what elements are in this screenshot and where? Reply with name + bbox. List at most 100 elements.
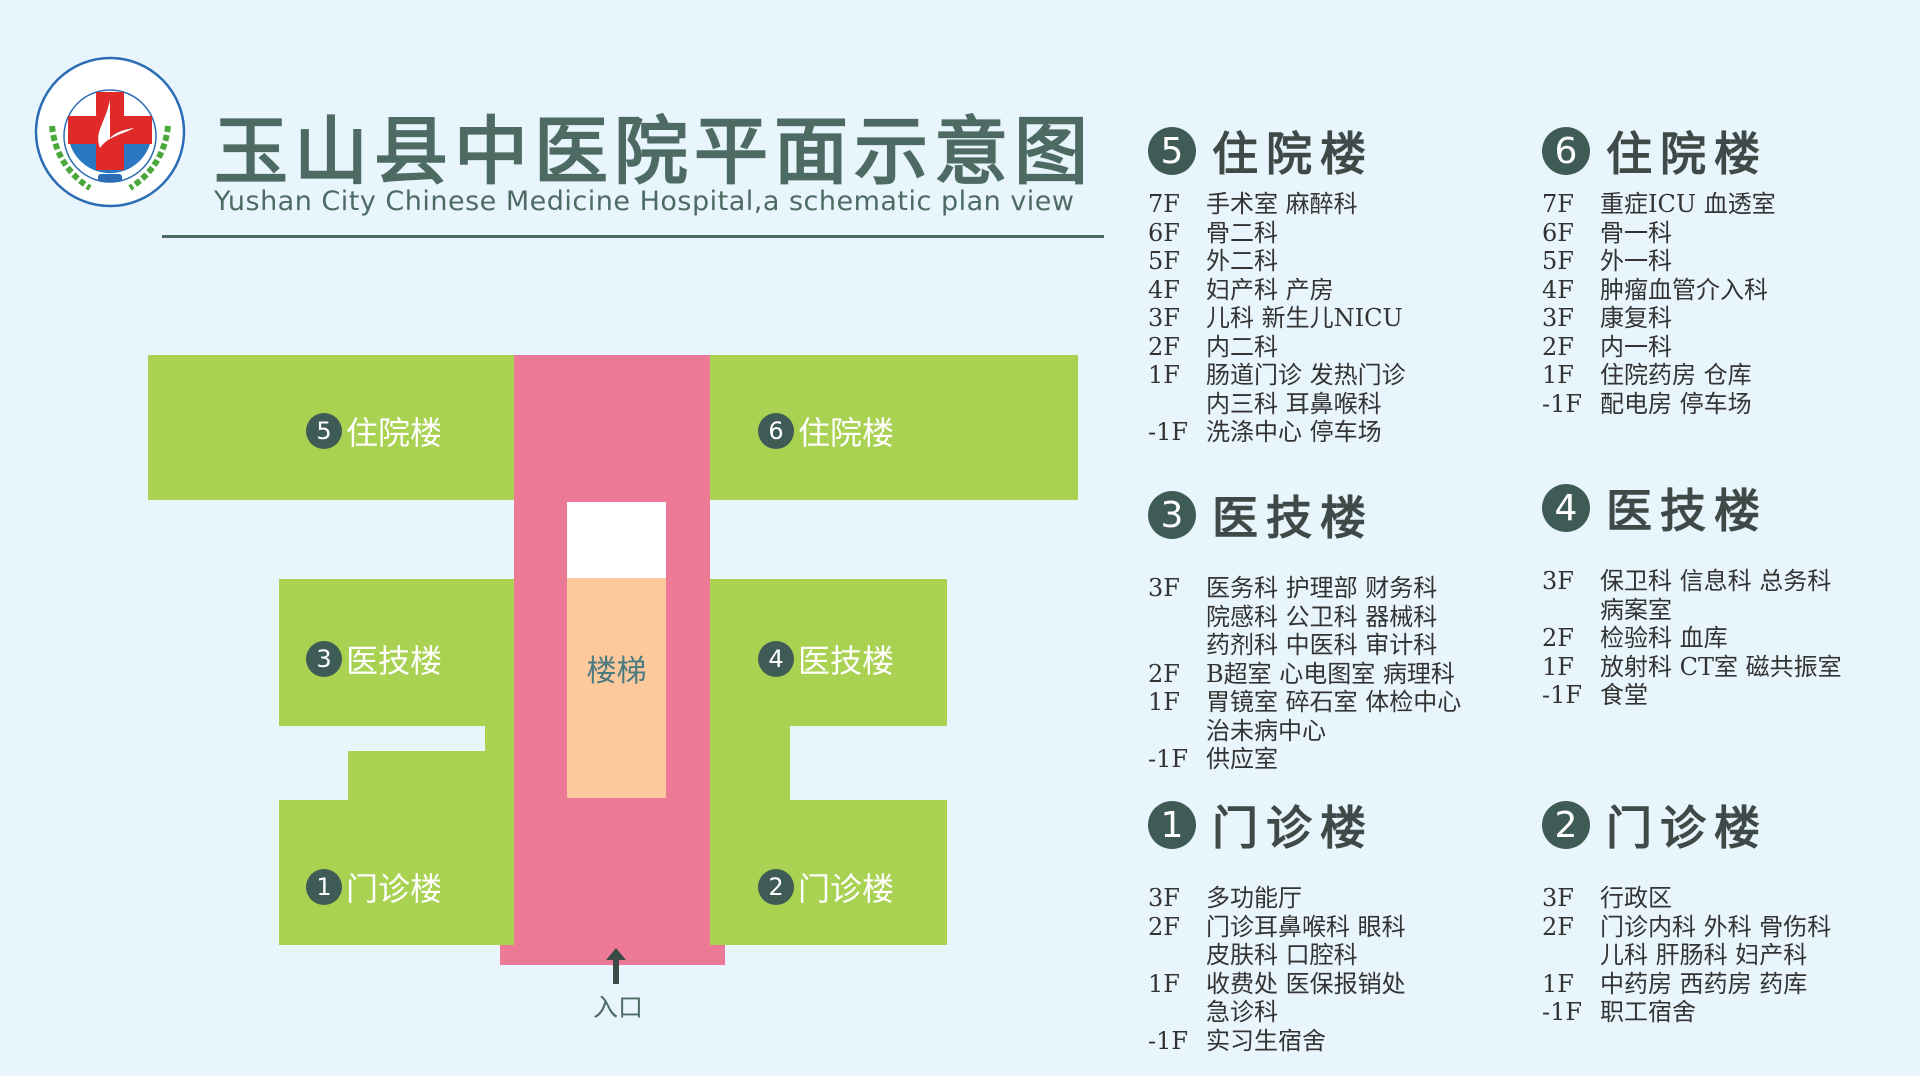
department-list: 配电房 停车场 (1600, 389, 1752, 418)
stairs-block[interactable] (567, 578, 666, 798)
floor-row: 1F 胃镜室 碎石室 体检中心 (1148, 688, 1528, 717)
department-list: 药剂科 中医科 审计科 (1206, 631, 1438, 659)
building-name: 医技楼 (798, 642, 895, 680)
directory-header: 4 医技楼 (1542, 483, 1920, 538)
floor-row: 4F 妇产科 产房 (1148, 276, 1528, 305)
department-list: 胃镜室 碎石室 体检中心 (1206, 688, 1462, 716)
building-2-block[interactable] (710, 800, 947, 945)
building-number-badge: 4 (758, 641, 794, 677)
floor-label: 1F (1542, 969, 1574, 998)
floor-label: -1F (1542, 681, 1583, 709)
department-list: 肠道门诊 发热门诊 (1206, 361, 1406, 389)
floor-label: 2F (1148, 912, 1180, 941)
directory-title: 医技楼 (1212, 491, 1374, 545)
department-list: 门诊耳鼻喉科 眼科 (1206, 912, 1406, 941)
stairs-top (567, 502, 666, 578)
floor-label: 4F (1148, 275, 1180, 304)
floor-label: 2F (1542, 624, 1574, 652)
floor-label (1542, 941, 1600, 970)
directory-title: 住院楼 (1606, 127, 1768, 181)
floor-label (1148, 998, 1206, 1027)
department-list: B超室 心电图室 病理科 (1206, 659, 1455, 688)
floor-row: 急诊科 (1148, 998, 1528, 1027)
building-number-badge: 2 (1542, 801, 1590, 849)
department-list: 急诊科 (1206, 998, 1278, 1026)
floor-label: 6F (1148, 218, 1180, 247)
directory-title: 住院楼 (1212, 127, 1374, 181)
department-list: 骨一科 (1600, 218, 1672, 247)
building-number-badge: 5 (1148, 127, 1196, 175)
floor-label: 3F (1542, 304, 1574, 332)
floor-row: 内三科 耳鼻喉科 (1148, 390, 1528, 419)
floor-label: 1F (1542, 361, 1574, 389)
building-3-connector (485, 726, 514, 756)
floor-row: 药剂科 中医科 审计科 (1148, 631, 1528, 660)
directory-title: 医技楼 (1606, 484, 1768, 538)
directory-header: 5 住院楼 (1148, 126, 1528, 181)
floor-row: 6F 骨一科 (1542, 219, 1920, 248)
floor-label: 3F (1148, 884, 1180, 912)
department-list: 住院药房 仓库 (1600, 361, 1752, 389)
building-name: 住院楼 (346, 414, 443, 452)
floor-row: 院感科 公卫科 器械科 (1148, 603, 1528, 632)
floor-label: 3F (1542, 884, 1574, 912)
floor-label (1148, 390, 1206, 419)
floor-label: 2F (1542, 912, 1574, 941)
floor-label (1148, 717, 1206, 746)
floor-label: 6F (1542, 218, 1574, 247)
floor-label (1148, 603, 1206, 632)
floor-row: 3F 康复科 (1542, 304, 1920, 333)
department-list: 儿科 新生儿NICU (1206, 304, 1403, 332)
department-list: 妇产科 产房 (1206, 275, 1334, 304)
department-list: 儿科 肝肠科 妇产科 (1600, 941, 1808, 969)
floor-label: 2F (1542, 332, 1574, 361)
floor-label (1148, 941, 1206, 970)
floor-label: 5F (1542, 247, 1574, 275)
department-list: 康复科 (1600, 304, 1672, 332)
building-4-connector (710, 726, 790, 806)
department-list: 皮肤科 口腔科 (1206, 941, 1358, 969)
floor-label: 2F (1148, 332, 1180, 361)
department-list: 重症ICU 血透室 (1600, 190, 1776, 218)
building-number-badge: 3 (1148, 491, 1196, 539)
department-list: 内三科 耳鼻喉科 (1206, 389, 1382, 418)
floor-label: 1F (1148, 688, 1180, 716)
floor-label: 1F (1148, 361, 1180, 389)
directory-header: 3 医技楼 (1148, 490, 1528, 545)
building-4-block[interactable] (710, 579, 947, 726)
hospital-logo (34, 56, 186, 208)
building-name: 住院楼 (798, 414, 895, 452)
building-number-badge: 1 (306, 869, 342, 905)
department-list: 病案室 (1600, 595, 1672, 624)
building-name: 门诊楼 (798, 870, 895, 908)
floor-row: 皮肤科 口腔科 (1148, 941, 1528, 970)
floor-label: 1F (1148, 969, 1180, 998)
floor-label: 3F (1542, 567, 1574, 595)
building-number-badge: 4 (1542, 484, 1590, 532)
